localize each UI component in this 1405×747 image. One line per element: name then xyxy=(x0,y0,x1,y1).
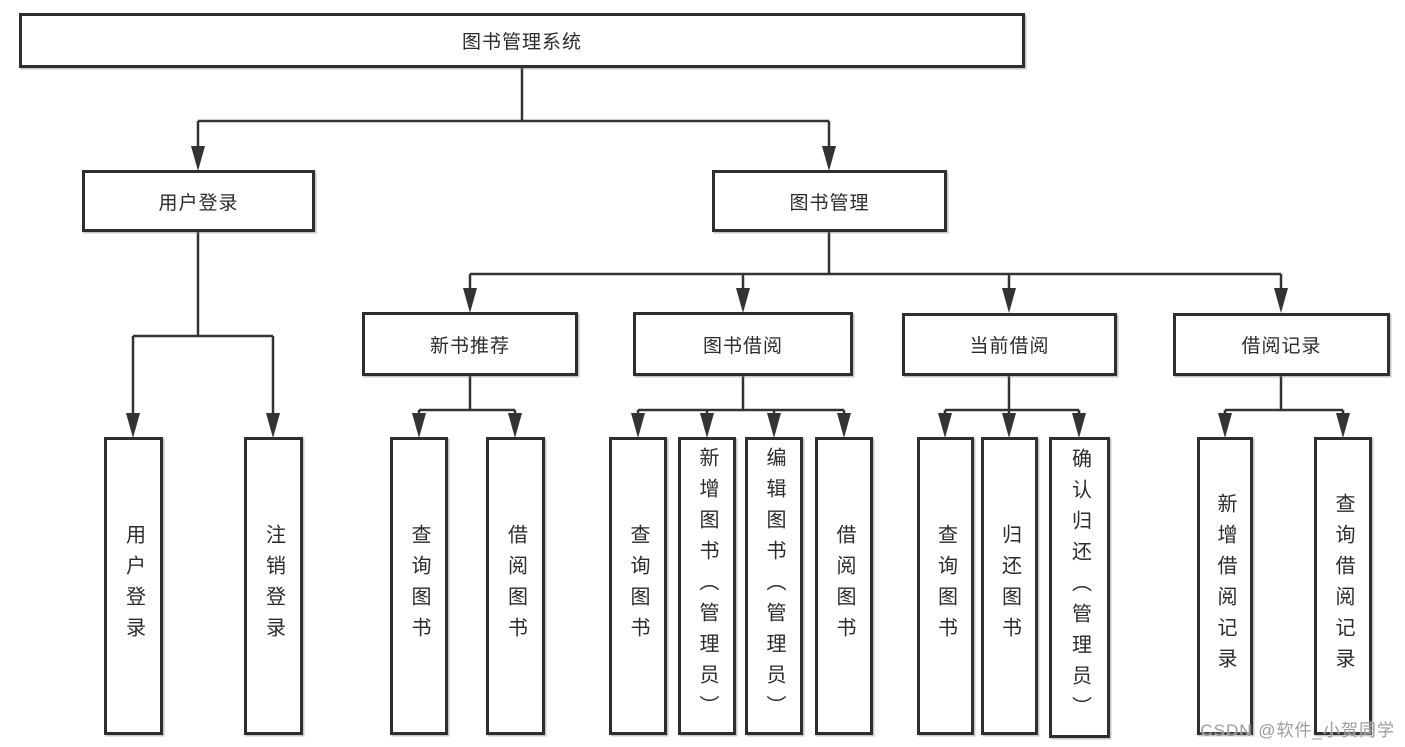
arrow-icon xyxy=(631,413,645,438)
leaf-query-borrow-record: 查询借阅记录 xyxy=(1314,437,1372,735)
leaf-edit-book-admin-label: 编辑图书（管理员） xyxy=(763,446,785,726)
node-book-borrow: 图书借阅 xyxy=(633,312,853,376)
node-book-management: 图书管理 xyxy=(712,170,947,232)
leaf-return-book-label: 归还图书 xyxy=(998,524,1021,648)
leaf-logout-label: 注销登录 xyxy=(262,524,285,648)
arrow-icon xyxy=(822,146,836,171)
connector-currentborrow-to-leaves xyxy=(943,376,1081,415)
node-new-book-recommend: 新书推荐 xyxy=(362,312,578,376)
arrow-icon xyxy=(1002,413,1016,438)
node-user-login-label: 用户登录 xyxy=(158,192,239,214)
arrow-icon xyxy=(938,413,952,438)
arrow-icon xyxy=(1218,413,1232,438)
connector-root-to-level2 xyxy=(196,68,831,150)
leaf-query-books-borrow: 查询图书 xyxy=(609,437,667,735)
leaf-add-book-admin: 新增图书（管理员） xyxy=(678,437,736,735)
arrow-icon xyxy=(463,288,477,313)
leaf-confirm-return-admin: 确认归还（管理员） xyxy=(1049,437,1110,738)
node-borrow-records: 借阅记录 xyxy=(1173,313,1390,376)
arrow-icon xyxy=(767,413,781,438)
leaf-confirm-return-admin-label: 确认归还（管理员） xyxy=(1068,448,1091,727)
arrow-icon xyxy=(266,413,280,438)
leaf-logout: 注销登录 xyxy=(244,437,303,735)
leaf-add-book-admin-label: 新增图书（管理员） xyxy=(696,446,718,726)
node-root: 图书管理系统 xyxy=(19,13,1025,68)
leaf-user-login-label: 用户登录 xyxy=(122,524,145,648)
leaf-return-book: 归还图书 xyxy=(981,437,1038,735)
leaf-add-borrow-record: 新增借阅记录 xyxy=(1197,437,1253,735)
leaf-query-books-borrow-label: 查询图书 xyxy=(627,524,649,648)
node-borrow-records-label: 借阅记录 xyxy=(1241,336,1322,357)
connector-bookmgmt-to-level3 xyxy=(468,232,1283,291)
arrow-icon xyxy=(1072,413,1086,438)
leaf-query-borrow-record-label: 查询借阅记录 xyxy=(1332,493,1354,679)
arrow-icon xyxy=(700,413,714,438)
node-current-borrow-label: 当前借阅 xyxy=(969,336,1050,357)
leaf-borrow-books-recommend: 借阅图书 xyxy=(486,437,545,735)
arrow-icon xyxy=(736,288,750,313)
node-current-borrow: 当前借阅 xyxy=(902,313,1117,376)
node-book-borrow-label: 图书借阅 xyxy=(702,335,783,357)
leaf-query-books-current-label: 查询图书 xyxy=(934,524,957,648)
node-new-book-recommend-label: 新书推荐 xyxy=(429,335,510,357)
arrowheads xyxy=(126,146,1350,438)
leaf-query-books-current: 查询图书 xyxy=(917,437,974,735)
leaf-user-login: 用户登录 xyxy=(104,437,163,735)
node-root-label: 图书管理系统 xyxy=(461,32,582,53)
leaf-query-books-recommend: 查询图书 xyxy=(390,437,448,735)
connector-newbook-to-leaves xyxy=(417,376,517,415)
arrow-icon xyxy=(1274,288,1288,313)
connector-bookborrow-to-leaves xyxy=(636,376,846,415)
leaf-borrow-book-label: 借阅图书 xyxy=(833,524,855,648)
leaf-query-books-recommend-label: 查询图书 xyxy=(408,524,430,648)
connector-userlogin-to-leaves xyxy=(131,232,275,414)
leaf-borrow-book: 借阅图书 xyxy=(815,437,873,735)
arrow-icon xyxy=(1002,288,1016,313)
arrow-icon xyxy=(126,413,140,438)
arrow-icon xyxy=(508,413,522,438)
arrow-icon xyxy=(191,146,205,171)
arrow-icon xyxy=(412,413,426,438)
arrow-icon xyxy=(1336,413,1350,438)
node-book-management-label: 图书管理 xyxy=(789,192,870,214)
connector-records-to-leaves xyxy=(1223,376,1345,415)
leaf-add-borrow-record-label: 新增借阅记录 xyxy=(1214,493,1236,679)
leaf-edit-book-admin: 编辑图书（管理员） xyxy=(745,437,803,735)
arrow-icon xyxy=(837,413,851,438)
node-user-login: 用户登录 xyxy=(82,170,315,232)
leaf-borrow-books-recommend-label: 借阅图书 xyxy=(504,524,527,648)
